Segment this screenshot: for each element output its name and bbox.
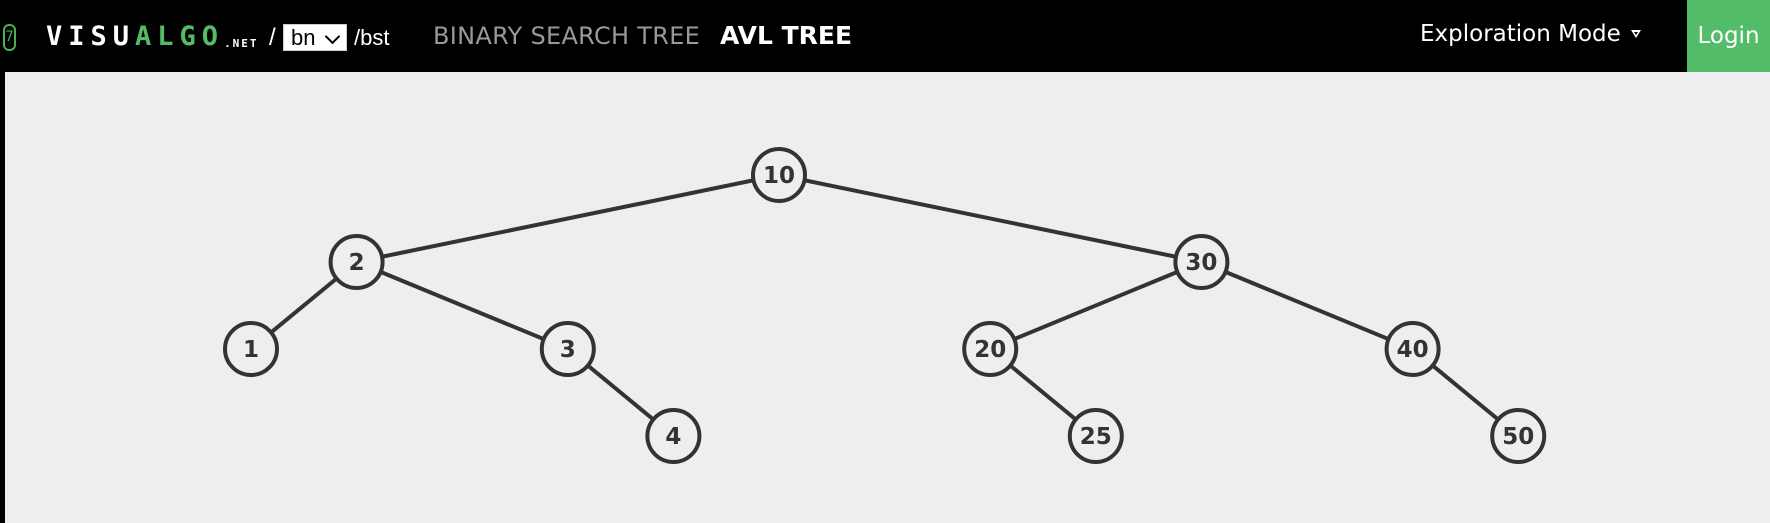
tree-node-label: 30 [1185,250,1217,276]
tab-avl-tree[interactable]: AVL TREE [720,21,853,50]
tree-edge[interactable] [778,173,1202,264]
tree-node-circle[interactable] [645,408,702,464]
login-button[interactable]: Login [1687,0,1770,72]
triangle-down-icon [1630,30,1641,38]
tree-node-circle[interactable] [1490,408,1547,464]
tree-node[interactable]: 40 [1384,321,1441,377]
tree-graph[interactable]: 10 2 30 1 3 20 40 4 25 50 [5,72,1770,523]
tree-node-circle[interactable] [1384,321,1441,377]
mode-dropdown[interactable]: Exploration Mode [1420,21,1641,47]
tree-edge[interactable] [355,260,569,351]
visualgo-logo[interactable]: VISU ALGO .NET [46,20,259,52]
tree-edge[interactable] [989,260,1203,351]
tree-node-label: 4 [665,424,681,450]
logo-algo: ALGO [135,21,225,52]
tree-node-label: 25 [1080,424,1112,450]
tree-node[interactable]: 30 [1173,234,1230,290]
tree-node-circle[interactable] [1067,408,1124,464]
tree-node-circle[interactable] [1173,234,1230,290]
language-value: bn [291,24,316,50]
tree-node-label: 1 [243,337,259,363]
tree-node-circle[interactable] [328,234,385,290]
tree-node-label: 2 [349,250,365,276]
tree-node[interactable]: 20 [962,321,1019,377]
tree-edge[interactable] [356,173,780,264]
mobile-icon[interactable]: 7 [3,24,16,51]
tree-node[interactable]: 4 [645,408,702,464]
tab-binary-search-tree[interactable]: BINARY SEARCH TREE [433,22,701,50]
tree-edge[interactable] [1200,260,1414,351]
url-path: /bst [354,25,390,50]
tree-node-circle[interactable] [539,321,596,377]
visualization-canvas[interactable]: 10 2 30 1 3 20 40 4 25 50 [5,72,1770,523]
logo-net: .NET [224,37,259,50]
tree-node[interactable]: 3 [539,321,596,377]
tree-node-circle[interactable] [751,147,807,203]
tree-node[interactable]: 2 [328,234,385,290]
tree-node-label: 40 [1397,337,1429,363]
path-separator: / [269,24,276,51]
tree-node-label: 20 [974,337,1006,363]
tree-node[interactable]: 1 [223,321,279,377]
tree-node-label: 50 [1502,424,1534,450]
mode-label: Exploration Mode [1420,21,1621,47]
tree-node-circle[interactable] [223,321,279,377]
tree-node[interactable]: 10 [751,147,807,203]
chevron-down-icon [324,28,341,45]
tree-node-label: 10 [763,163,795,189]
language-select[interactable]: bn [283,24,347,51]
tree-node[interactable]: 50 [1490,408,1547,464]
tree-node-circle[interactable] [962,321,1019,377]
tree-node[interactable]: 25 [1067,408,1124,464]
top-navbar: 7 VISU ALGO .NET / bn /bst BINARY SEARCH… [0,0,1770,72]
logo-visu: VISU [46,21,136,52]
tree-node-label: 3 [560,337,576,363]
